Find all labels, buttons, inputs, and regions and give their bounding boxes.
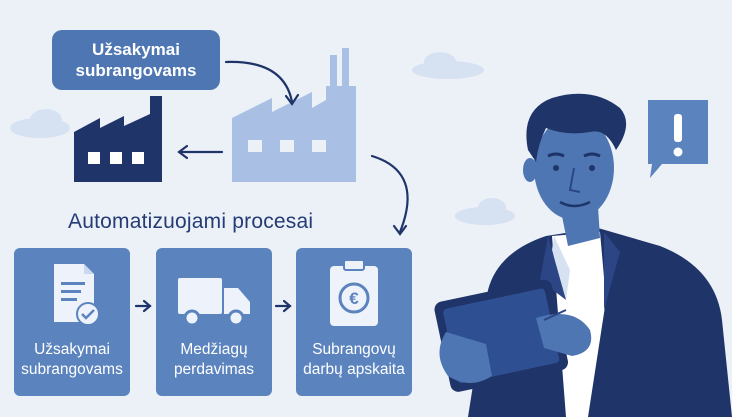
card-line2: darbų apskaita: [303, 361, 405, 378]
card-line2: subrangovams: [21, 361, 123, 378]
card-line1: Medžiagų: [180, 341, 248, 358]
truck-icon: [178, 278, 250, 327]
section-title: Automatizuojami procesai: [68, 210, 314, 233]
document-check-icon: [54, 264, 100, 326]
flow-arrows: [177, 60, 409, 236]
alert-bubble: [648, 100, 708, 178]
factory-light-icon: [232, 48, 356, 182]
card-line2: perdavimas: [173, 361, 255, 378]
svg-text:€: €: [349, 289, 359, 308]
card-line1: Užsakymai: [34, 341, 110, 358]
process-card-orders: Užsakymai subrangovams: [14, 248, 130, 396]
callout-bubble: Užsakymai subrangovams: [52, 30, 220, 90]
callout-line2: subrangovams: [75, 61, 197, 80]
process-card-materials: Medžiagų perdavimas: [156, 248, 272, 396]
card-line1: Subrangovų: [312, 341, 396, 358]
process-card-accounting: € Subrangovų darbų apskaita: [296, 248, 412, 396]
clipboard-euro-icon: €: [330, 259, 378, 326]
businessman-illustration: [434, 93, 732, 417]
clouds: [10, 52, 515, 225]
callout-line1: Užsakymai: [92, 40, 180, 59]
factory-dark-icon: [74, 96, 162, 182]
